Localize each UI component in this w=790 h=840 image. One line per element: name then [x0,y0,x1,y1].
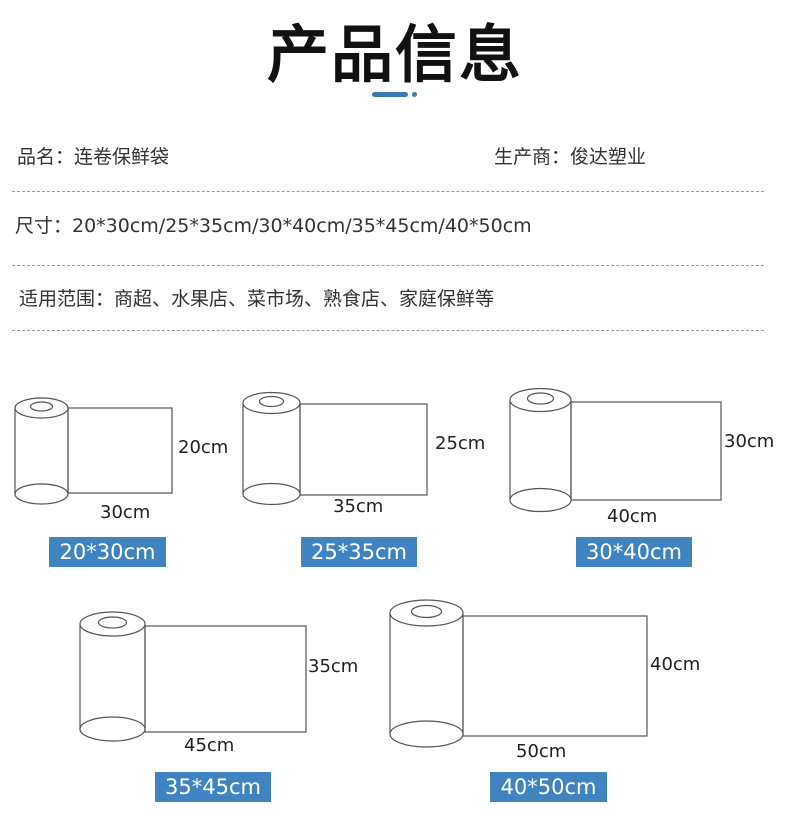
page-title: 产品信息 [266,18,523,91]
usage-scope: 适用范围：商超、水果店、菜市场、熟食店、家庭保鲜等 [19,288,495,310]
title-underline-dot [412,92,417,97]
roll-drawing-2 [242,391,428,506]
roll-5-height-label: 40cm [650,654,701,675]
size-list: 尺寸：20*30cm/25*35cm/30*40cm/35*45cm/40*50… [15,215,532,237]
roll-3-height-label: 30cm [724,431,775,452]
roll-2-height-label: 25cm [435,433,486,454]
size-tag-25x35: 25*35cm [301,537,417,567]
roll-drawing-1 [14,397,173,505]
size-tag-35x45: 35*45cm [155,772,271,802]
roll-drawing-3 [509,387,722,513]
divider-3 [12,330,764,331]
size-tag-30x40: 30*40cm [576,537,692,567]
divider-1 [12,191,764,192]
divider-2 [12,265,764,266]
roll-drawing-4 [79,611,307,742]
roll-2-width-label: 35cm [333,496,384,517]
product-name: 品名：连卷保鲜袋 [17,146,170,168]
roll-3-width-label: 40cm [607,506,658,527]
roll-4-height-label: 35cm [308,656,359,677]
title-underline-dash [372,92,408,97]
roll-5-width-label: 50cm [516,741,567,762]
size-tag-40x50: 40*50cm [490,772,607,802]
roll-1-width-label: 30cm [100,502,151,523]
manufacturer: 生产商：俊达塑业 [494,146,647,168]
size-tag-20x30: 20*30cm [49,537,166,567]
roll-1-height-label: 20cm [178,437,229,458]
roll-4-width-label: 45cm [184,735,235,756]
roll-drawing-5 [389,599,648,748]
